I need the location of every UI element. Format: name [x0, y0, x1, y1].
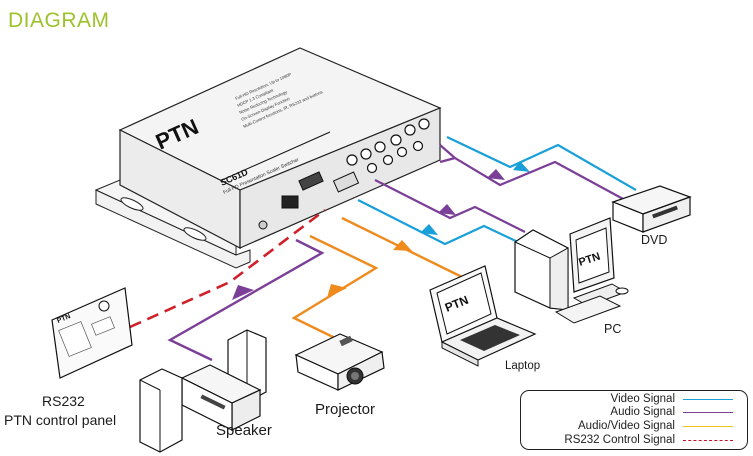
rs232-terminal — [281, 195, 299, 209]
legend-swatch-audio — [683, 411, 733, 413]
vga-port — [332, 171, 360, 193]
diagram-title: DIAGRAM — [8, 9, 110, 32]
control-knob — [98, 300, 110, 312]
arrow-icon — [487, 169, 505, 180]
mount-hole — [120, 197, 144, 211]
arrow-icon — [513, 161, 530, 172]
laptop: PTN — [429, 265, 537, 367]
pc-audio-cable — [374, 179, 526, 233]
pc: PTN — [514, 217, 629, 324]
legend-label: RS232 Control Signal — [564, 434, 675, 446]
legend-swatch-rs232 — [683, 439, 733, 441]
legend-swatch-video — [683, 398, 733, 400]
dvd-audio-cable — [439, 144, 626, 201]
dvd-label: DVD — [641, 233, 668, 247]
legend-label: Video Signal — [610, 393, 675, 405]
rca-ports — [346, 118, 430, 174]
arrow-icon — [393, 240, 412, 251]
projector — [294, 333, 385, 391]
svg-text:PTN: PTN — [56, 313, 72, 325]
pc-mouse — [615, 287, 629, 295]
speaker-audio-cable — [167, 238, 325, 362]
arrow-icon — [327, 284, 347, 298]
speaker-system — [139, 329, 267, 453]
control-panel-label-line1: RS232 — [42, 393, 85, 409]
legend-item-rs232: RS232 Control Signal — [564, 434, 733, 446]
dvd-video-cable — [446, 136, 637, 191]
projector-label: Projector — [315, 401, 376, 418]
legend-swatch-audio-video — [683, 425, 733, 427]
laptop-label: Laptop — [505, 360, 541, 372]
arrow-icon — [438, 204, 456, 215]
arrow-icon — [420, 224, 438, 235]
arrow-icon — [232, 285, 254, 300]
signal-legend: Video Signal Audio Signal Audio/Video Si… — [520, 390, 748, 450]
control-panel-label-line2: PTN control panel — [4, 412, 117, 428]
legend-item-video: Video Signal — [611, 393, 733, 405]
mount-hole — [183, 227, 207, 241]
rs232-control-panel: PTN — [51, 287, 133, 379]
pc-keyboard — [554, 295, 622, 324]
pc-video-cable — [357, 199, 521, 246]
dvd-player — [611, 185, 692, 233]
vga-port — [298, 171, 324, 191]
legend-item-audio: Audio Signal — [610, 406, 733, 418]
legend-label: Audio Signal — [610, 406, 675, 418]
speaker-label: Speaker — [216, 422, 272, 439]
power-jack — [258, 220, 268, 230]
legend-item-audio-video: Audio/Video Signal — [578, 420, 733, 432]
pc-label: PC — [604, 322, 622, 336]
legend-label: Audio/Video Signal — [578, 420, 675, 432]
scaler-switcher-device: PTN SC61D Full HD Presentation Scaler Sw… — [94, 47, 442, 269]
